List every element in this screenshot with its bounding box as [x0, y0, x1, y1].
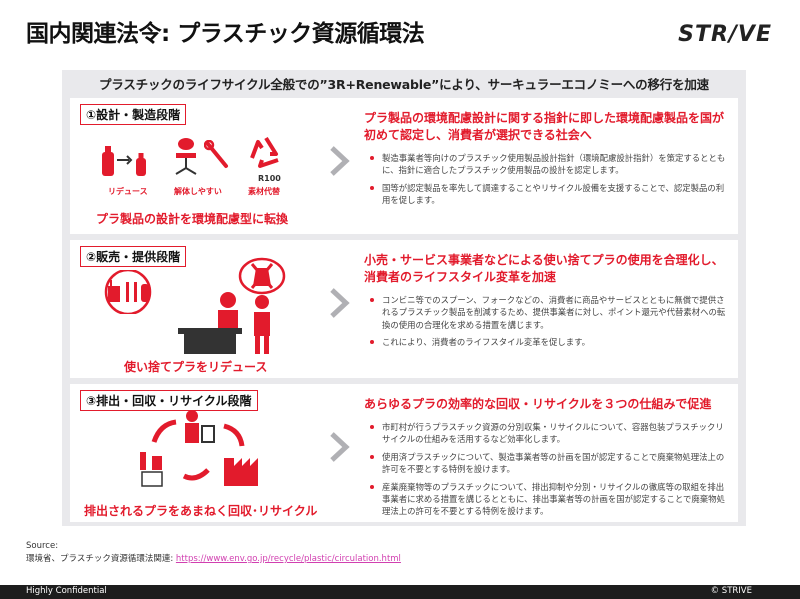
section-caption: プラ製品の設計を環境配慮型に転換 [96, 212, 289, 226]
label-material-substitution: 素材代替 [248, 187, 280, 196]
list-item: これにより、消費者のライフスタイル変革を促します。 [364, 336, 730, 348]
stage-label: ③排出・回収・リサイクル段階 [80, 390, 258, 411]
list-item: 産業廃棄物等のプラスチックについて、排出抑制や分別・リサイクルの徹底等の取組を排… [364, 481, 730, 518]
section-headline: プラ製品の環境配慮設計に関する指針に即した環境配慮製品を国が初めて認定し、消費者… [364, 111, 725, 142]
badge-r100: R100 [258, 174, 281, 183]
shop-clerk-icon [178, 292, 270, 354]
chevron-right-icon [330, 432, 350, 462]
list-item: 市町村が行うプラスチック資源の分別収集・リサイクルについて、容器包装プラスチック… [364, 421, 730, 446]
section-headline: 小売・サービス事業者などによる使い捨てプラの使用を合理化し、消費者のライフスタイ… [364, 253, 724, 284]
section-disposal-recycling: ③排出・回収・リサイクル段階 排出されるプラをあまねく回収･リサイクル あらゆる… [70, 384, 738, 522]
section-headline: あらゆるプラの効率的な回収・リサイクルを３つの仕組みで促進 [364, 397, 712, 411]
bag-prohibited-icon [238, 257, 286, 295]
content-panel: プラスチックのライフサイクル全般での”3R+Renewable”により、サーキュ… [62, 70, 746, 526]
section-design-manufacturing: ①設計・製造段階 R100 リデュース 解体しやすい 素材代替 プ [70, 98, 738, 234]
confidential-label: Highly Confidential [26, 586, 107, 596]
source-link[interactable]: https://www.env.go.jp/recycle/plastic/ci… [175, 554, 401, 564]
section-caption: 排出されるプラをあまねく回収･リサイクル [84, 504, 318, 518]
section-sales-provision: ②販売・提供段階 使い捨てプラをリデュース [70, 240, 738, 378]
list-item: コンビニ等でのスプーン、フォークなどの、消費者に商品やサービスとともに無償で提供… [364, 294, 730, 331]
cup-cutlery-icon [104, 270, 152, 314]
chair-disassemble-icon [175, 138, 197, 175]
bullet-list: 製造事業者等向けのプラスチック使用製品設計指針（環境配慮設計指針）を策定するとと… [364, 152, 730, 207]
section-caption: 使い捨てプラをリデュース [124, 360, 268, 374]
chevron-right-icon [330, 288, 350, 318]
list-item: 使用済プラスチックについて、製造事業者等の計画を国が認定することで廃棄物処理法上… [364, 451, 730, 476]
panel-heading: プラスチックのライフサイクル全般での”3R+Renewable”により、サーキュ… [99, 77, 709, 92]
wrench-icon [204, 140, 228, 168]
page-title: 国内関連法令: プラスチック資源循環法 [26, 21, 425, 47]
source-text: 環境省、プラスチック資源循環法関連: [26, 554, 176, 564]
stage-label: ②販売・提供段階 [80, 246, 187, 267]
source-citation: 環境省、プラスチック資源循環法関連: https://www.env.go.jp… [26, 552, 401, 564]
label-reduce: リデュース [108, 187, 148, 196]
label-easy-disassembly: 解体しやすい [174, 187, 222, 196]
chevron-right-icon [330, 146, 350, 176]
bullet-list: コンビニ等でのスプーン、フォークなどの、消費者に商品やサービスとともに無償で提供… [364, 294, 730, 349]
source-label: Source: [26, 541, 59, 551]
copyright-label: © STRIVE [710, 586, 752, 596]
recycle-icon [250, 136, 279, 168]
stage-label: ①設計・製造段階 [80, 104, 187, 125]
bullet-list: 市町村が行うプラスチック資源の分別収集・リサイクルについて、容器包装プラスチック… [364, 421, 730, 518]
footer-bar: Highly Confidential © STRIVE [0, 585, 800, 599]
recycling-cycle-icon [140, 410, 258, 487]
list-item: 製造事業者等向けのプラスチック使用製品設計指針（環境配慮設計指針）を策定するとと… [364, 152, 730, 177]
strive-logo: STR/VE [678, 22, 772, 47]
list-item: 国等が認定製品を率先して調達することやリサイクル設備を支援することで、認定製品の… [364, 182, 730, 207]
bottles-reduce-icon [102, 146, 146, 176]
